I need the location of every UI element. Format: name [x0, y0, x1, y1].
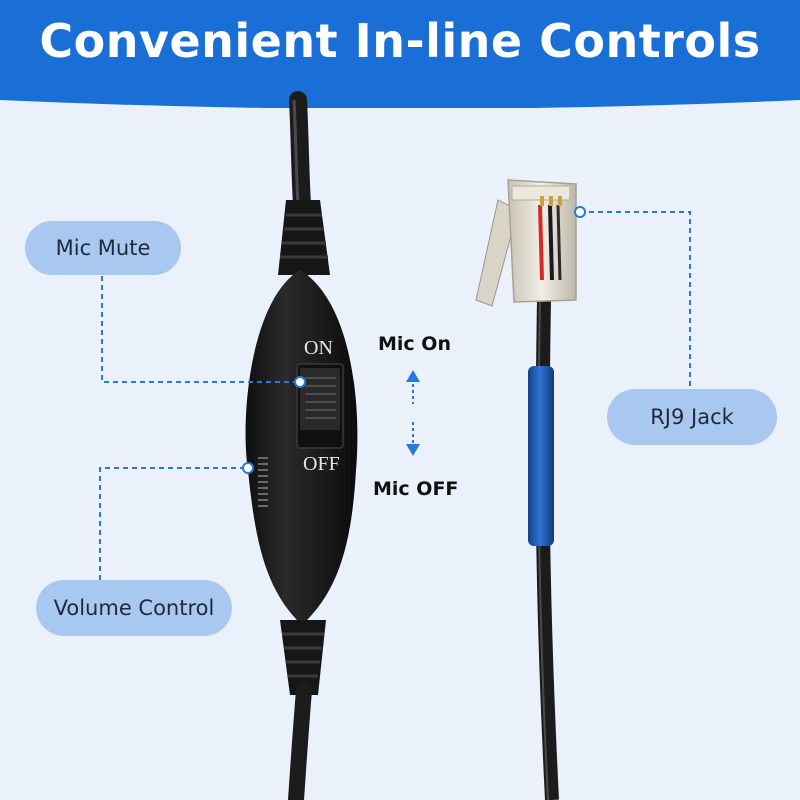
strain-relief-top — [278, 200, 330, 275]
page-title: Convenient In-line Controls — [39, 14, 761, 68]
rj9-plug — [475, 179, 577, 307]
title-banner — [0, 0, 800, 108]
rj9-jack-callout: RJ9 Jack — [607, 389, 777, 445]
cable-top — [289, 91, 311, 214]
switch-off-label: OFF — [303, 453, 340, 475]
callout-dots — [242, 206, 586, 474]
mic-on-arrow-icon — [406, 370, 420, 404]
control-box — [245, 270, 358, 625]
volume-control-callout: Volume Control — [36, 580, 232, 636]
mic-off-arrow-icon — [406, 422, 420, 456]
callout-lines — [99, 211, 691, 580]
strain-relief-bottom — [280, 620, 326, 695]
mic-on-label: Mic On — [378, 333, 451, 355]
switch-on-label: ON — [304, 337, 333, 359]
volume-wheel — [258, 457, 268, 507]
mic-mute-callout: Mic Mute — [25, 221, 181, 275]
mic-off-label: Mic OFF — [373, 478, 459, 500]
cable-bottom — [288, 682, 312, 800]
rj9-cable — [528, 299, 559, 800]
